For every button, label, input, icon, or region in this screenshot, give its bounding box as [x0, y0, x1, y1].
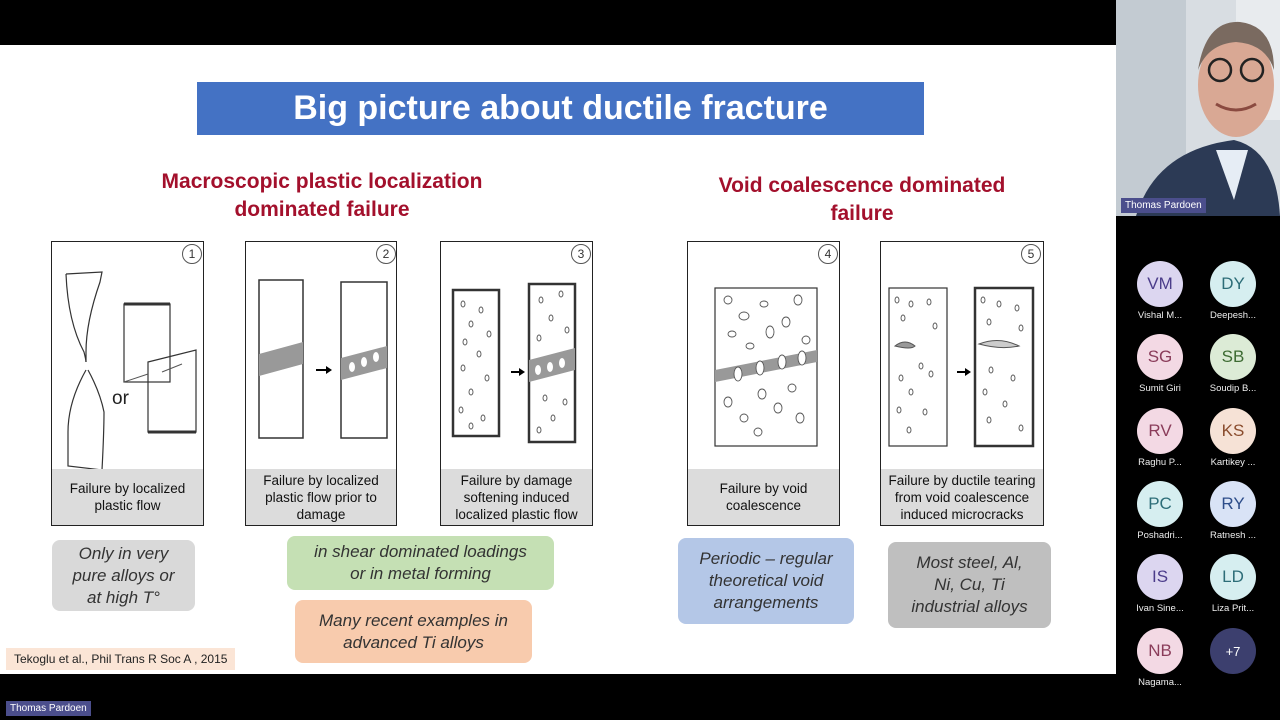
note-line: industrial alloys [911, 597, 1028, 616]
panel-2: 2 Failure by localized plastic flow prio… [245, 241, 397, 526]
damage-softening-diagram [451, 282, 577, 444]
note-line: at high T° [87, 587, 160, 607]
participant-name: Vishal M... [1137, 310, 1183, 321]
participant-name: Ratnesh ... [1210, 530, 1256, 541]
caption-line: plastic flow prior to [265, 489, 377, 505]
caption-line: Failure by damage [460, 472, 573, 488]
participant-name: Deepesh... [1210, 310, 1256, 321]
participant-avatar[interactable]: IS [1137, 554, 1183, 600]
participant-name: Sumit Giri [1139, 383, 1181, 394]
caption-line: Failure by void [719, 481, 808, 496]
panel-4-number: 4 [818, 244, 838, 264]
note-periodic: Periodic – regular theoretical void arra… [678, 538, 854, 624]
caption-line: softening induced [463, 489, 570, 505]
citation: Tekoglu et al., Phil Trans R Soc A , 201… [6, 648, 236, 670]
or-label: or [112, 388, 129, 409]
panel-3-caption: Failure by damage softening induced loca… [441, 469, 592, 525]
note-line: Most steel, Al, [916, 553, 1023, 572]
caption-line: Failure by ductile tearing [888, 472, 1036, 488]
caption-line: plastic flow [94, 498, 161, 513]
panel-1-caption: Failure by localized plastic flow [52, 469, 203, 525]
participant-avatar[interactable]: VM [1137, 261, 1183, 307]
speaker-image [1116, 0, 1280, 216]
panel-3: 3 Failure by damage softening induced lo… [440, 241, 593, 526]
panel-1: 1 or Failure by localized plastic flow [51, 241, 204, 526]
note-steel: Most steel, Al, Ni, Cu, Ti industrial al… [888, 542, 1051, 628]
ductile-tearing-diagram [888, 286, 1035, 448]
note-line: Ni, Cu, Ti [934, 575, 1005, 594]
void-coalescence-diagram [714, 287, 818, 447]
right-header-line2: failure [830, 202, 894, 225]
caption-line: Failure by localized [263, 472, 379, 488]
note-line: in shear dominated loadings [314, 542, 527, 561]
participant-avatar[interactable]: DY [1210, 261, 1256, 307]
slide-title: Big picture about ductile fracture [197, 82, 924, 135]
shear-band-diagram [258, 279, 388, 439]
participant-avatar[interactable]: KS [1210, 408, 1256, 454]
participant-avatar[interactable]: NB [1137, 628, 1183, 674]
participant-avatar[interactable]: SG [1137, 334, 1183, 380]
participant-avatar[interactable]: RY [1210, 481, 1256, 527]
left-header-line1: Macroscopic plastic localization [161, 170, 483, 193]
speaker-video[interactable] [1116, 0, 1280, 216]
participant-avatar[interactable]: SB [1210, 334, 1256, 380]
note-line: pure alloys or [72, 565, 175, 585]
note-line: Many recent examples in [319, 610, 508, 630]
participant-avatar[interactable]: PC [1137, 481, 1183, 527]
right-header: Void coalescence dominated failure [680, 172, 1044, 228]
note-line: advanced Ti alloys [343, 632, 484, 652]
caption-line: induced microcracks [900, 506, 1024, 522]
note-shear: in shear dominated loadings or in metal … [287, 536, 554, 590]
note-line: arrangements [713, 593, 819, 612]
participant-name: Kartikey ... [1210, 457, 1256, 468]
panel-4-caption: Failure by void coalescence [688, 469, 839, 525]
note-line: Only in very [78, 543, 169, 563]
caption-line: localized plastic flow [455, 506, 578, 522]
participant-name: Poshadri... [1137, 530, 1183, 541]
left-header-line2: dominated failure [234, 198, 410, 221]
caption-line: from void coalescence [894, 489, 1030, 505]
note-line: Periodic – regular [699, 549, 833, 568]
left-header: Macroscopic plastic localization dominat… [120, 168, 524, 224]
note-line: theoretical void [708, 571, 824, 590]
note-pure-alloys: Only in very pure alloys or at high T° [52, 540, 195, 611]
panel-4: 4 Failure by void coalescence [687, 241, 840, 526]
speaker-name-tag: Thomas Pardoen [1121, 198, 1206, 213]
more-participants-button[interactable]: +7 [1210, 628, 1256, 674]
presenter-name-tag: Thomas Pardoen [6, 701, 91, 716]
panel-5-number: 5 [1021, 244, 1041, 264]
right-header-line1: Void coalescence dominated [718, 174, 1006, 197]
panel-3-number: 3 [571, 244, 591, 264]
participant-name: Raghu P... [1138, 457, 1182, 468]
participant-name: Ivan Sine... [1136, 603, 1184, 614]
panel-1-number: 1 [182, 244, 202, 264]
participant-avatar[interactable]: LD [1210, 554, 1256, 600]
note-line: or in metal forming [350, 564, 491, 583]
panel-5-caption: Failure by ductile tearing from void coa… [881, 469, 1043, 525]
participant-name: Nagama... [1138, 677, 1182, 688]
caption-line: Failure by localized [69, 481, 186, 496]
necking-diagram [65, 271, 197, 471]
panel-2-caption: Failure by localized plastic flow prior … [246, 469, 396, 525]
caption-line: coalescence [725, 498, 802, 513]
caption-line: damage [296, 506, 346, 522]
participant-name: Soudip B... [1209, 383, 1257, 394]
panel-5: 5 Failure by ductile tearing from void c… [880, 241, 1044, 526]
note-ti-alloys: Many recent examples in advanced Ti allo… [295, 600, 532, 663]
participant-avatar[interactable]: RV [1137, 408, 1183, 454]
participant-name: Liza Prit... [1211, 603, 1255, 614]
panel-2-number: 2 [376, 244, 396, 264]
